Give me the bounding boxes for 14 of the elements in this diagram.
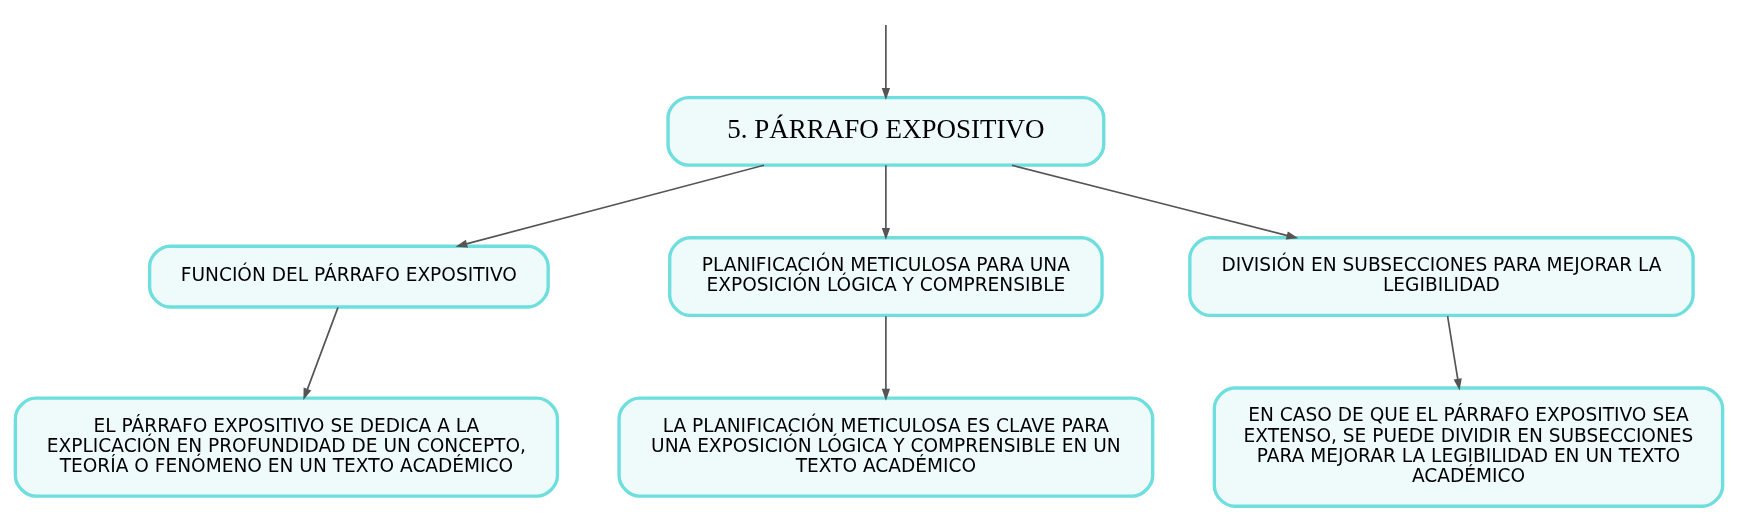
node-box: EN CASO DE QUE EL PÁRRAFO EXPOSITIVO SEA EXTENSO, SE PUEDE DIVIDIR EN SUBSECCIONES PARA MEJORAR LA LEGIBILIDAD EN UN TEXTO ACADÉMICO	[1212, 386, 1725, 508]
node-box: DIVISIÓN EN SUBSECCIONES PARA MEJORAR LA LEGIBILIDAD	[1188, 236, 1695, 318]
arrow	[881, 24, 891, 100]
arrow	[881, 315, 891, 401]
arrow	[303, 306, 339, 401]
arrow	[881, 164, 891, 240]
node-box: 5. PÁRRAFO EXPOSITIVO	[666, 95, 1106, 167]
arrow	[1446, 315, 1462, 391]
arrow	[1011, 164, 1299, 240]
node-box: FUNCIÓN DEL PÁRRAFO EXPOSITIVO	[147, 244, 550, 309]
node-box: PLANIFICACIÓN METICULOSA PARA UNA EXPOSICIÓN LÓGICA Y COMPRENSIBLE	[668, 236, 1104, 318]
node-box: LA PLANIFICACIÓN METICULOSA ES CLAVE PARA UNA EXPOSICIÓN LÓGICA Y COMPRENSIBLE EN UN TEXTO ACADÉMICO	[617, 396, 1155, 498]
arrow	[455, 164, 765, 248]
node-box: EL PÁRRAFO EXPOSITIVO SE DEDICA A LA EXPLICACIÓN EN PROFUNDIDAD DE UN CONCEPTO, TEORÍA O FENÓMENO EN UN TEXTO ACADÉMICO	[13, 396, 560, 498]
